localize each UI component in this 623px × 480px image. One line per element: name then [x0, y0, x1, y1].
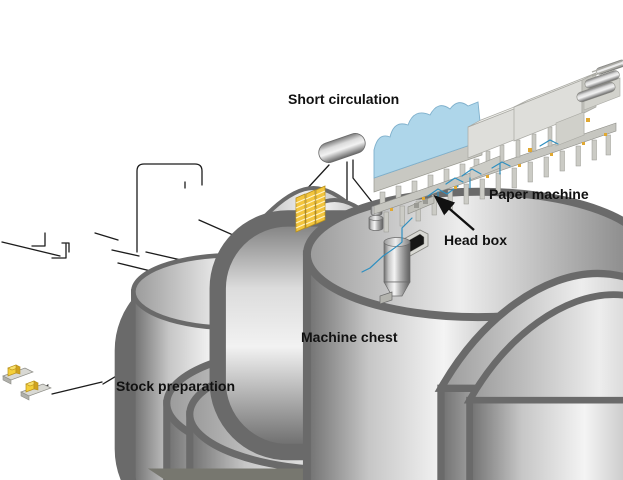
head-box-arrow — [433, 194, 475, 231]
bale-conveyor — [2, 364, 34, 385]
machine-legs — [383, 134, 611, 233]
deaeration-vessel — [379, 229, 429, 305]
label-machine-chest: Machine chest — [301, 329, 398, 345]
deaerator-tank — [318, 133, 366, 163]
pressure-screen — [295, 185, 326, 233]
stock-preparation-area — [2, 187, 623, 480]
forming-section-hood — [373, 101, 483, 193]
calender — [555, 111, 585, 147]
label-short-circulation: Short circulation — [288, 91, 399, 107]
label-stock-preparation: Stock preparation — [116, 378, 235, 394]
bale-conveyor — [20, 380, 52, 401]
reel-section — [576, 59, 623, 111]
label-head-box: Head box — [444, 232, 507, 248]
label-paper-machine: Paper machine — [489, 186, 589, 202]
machine-yellow-accents — [390, 118, 607, 211]
paper-machine — [361, 59, 623, 273]
press-section — [469, 155, 501, 181]
